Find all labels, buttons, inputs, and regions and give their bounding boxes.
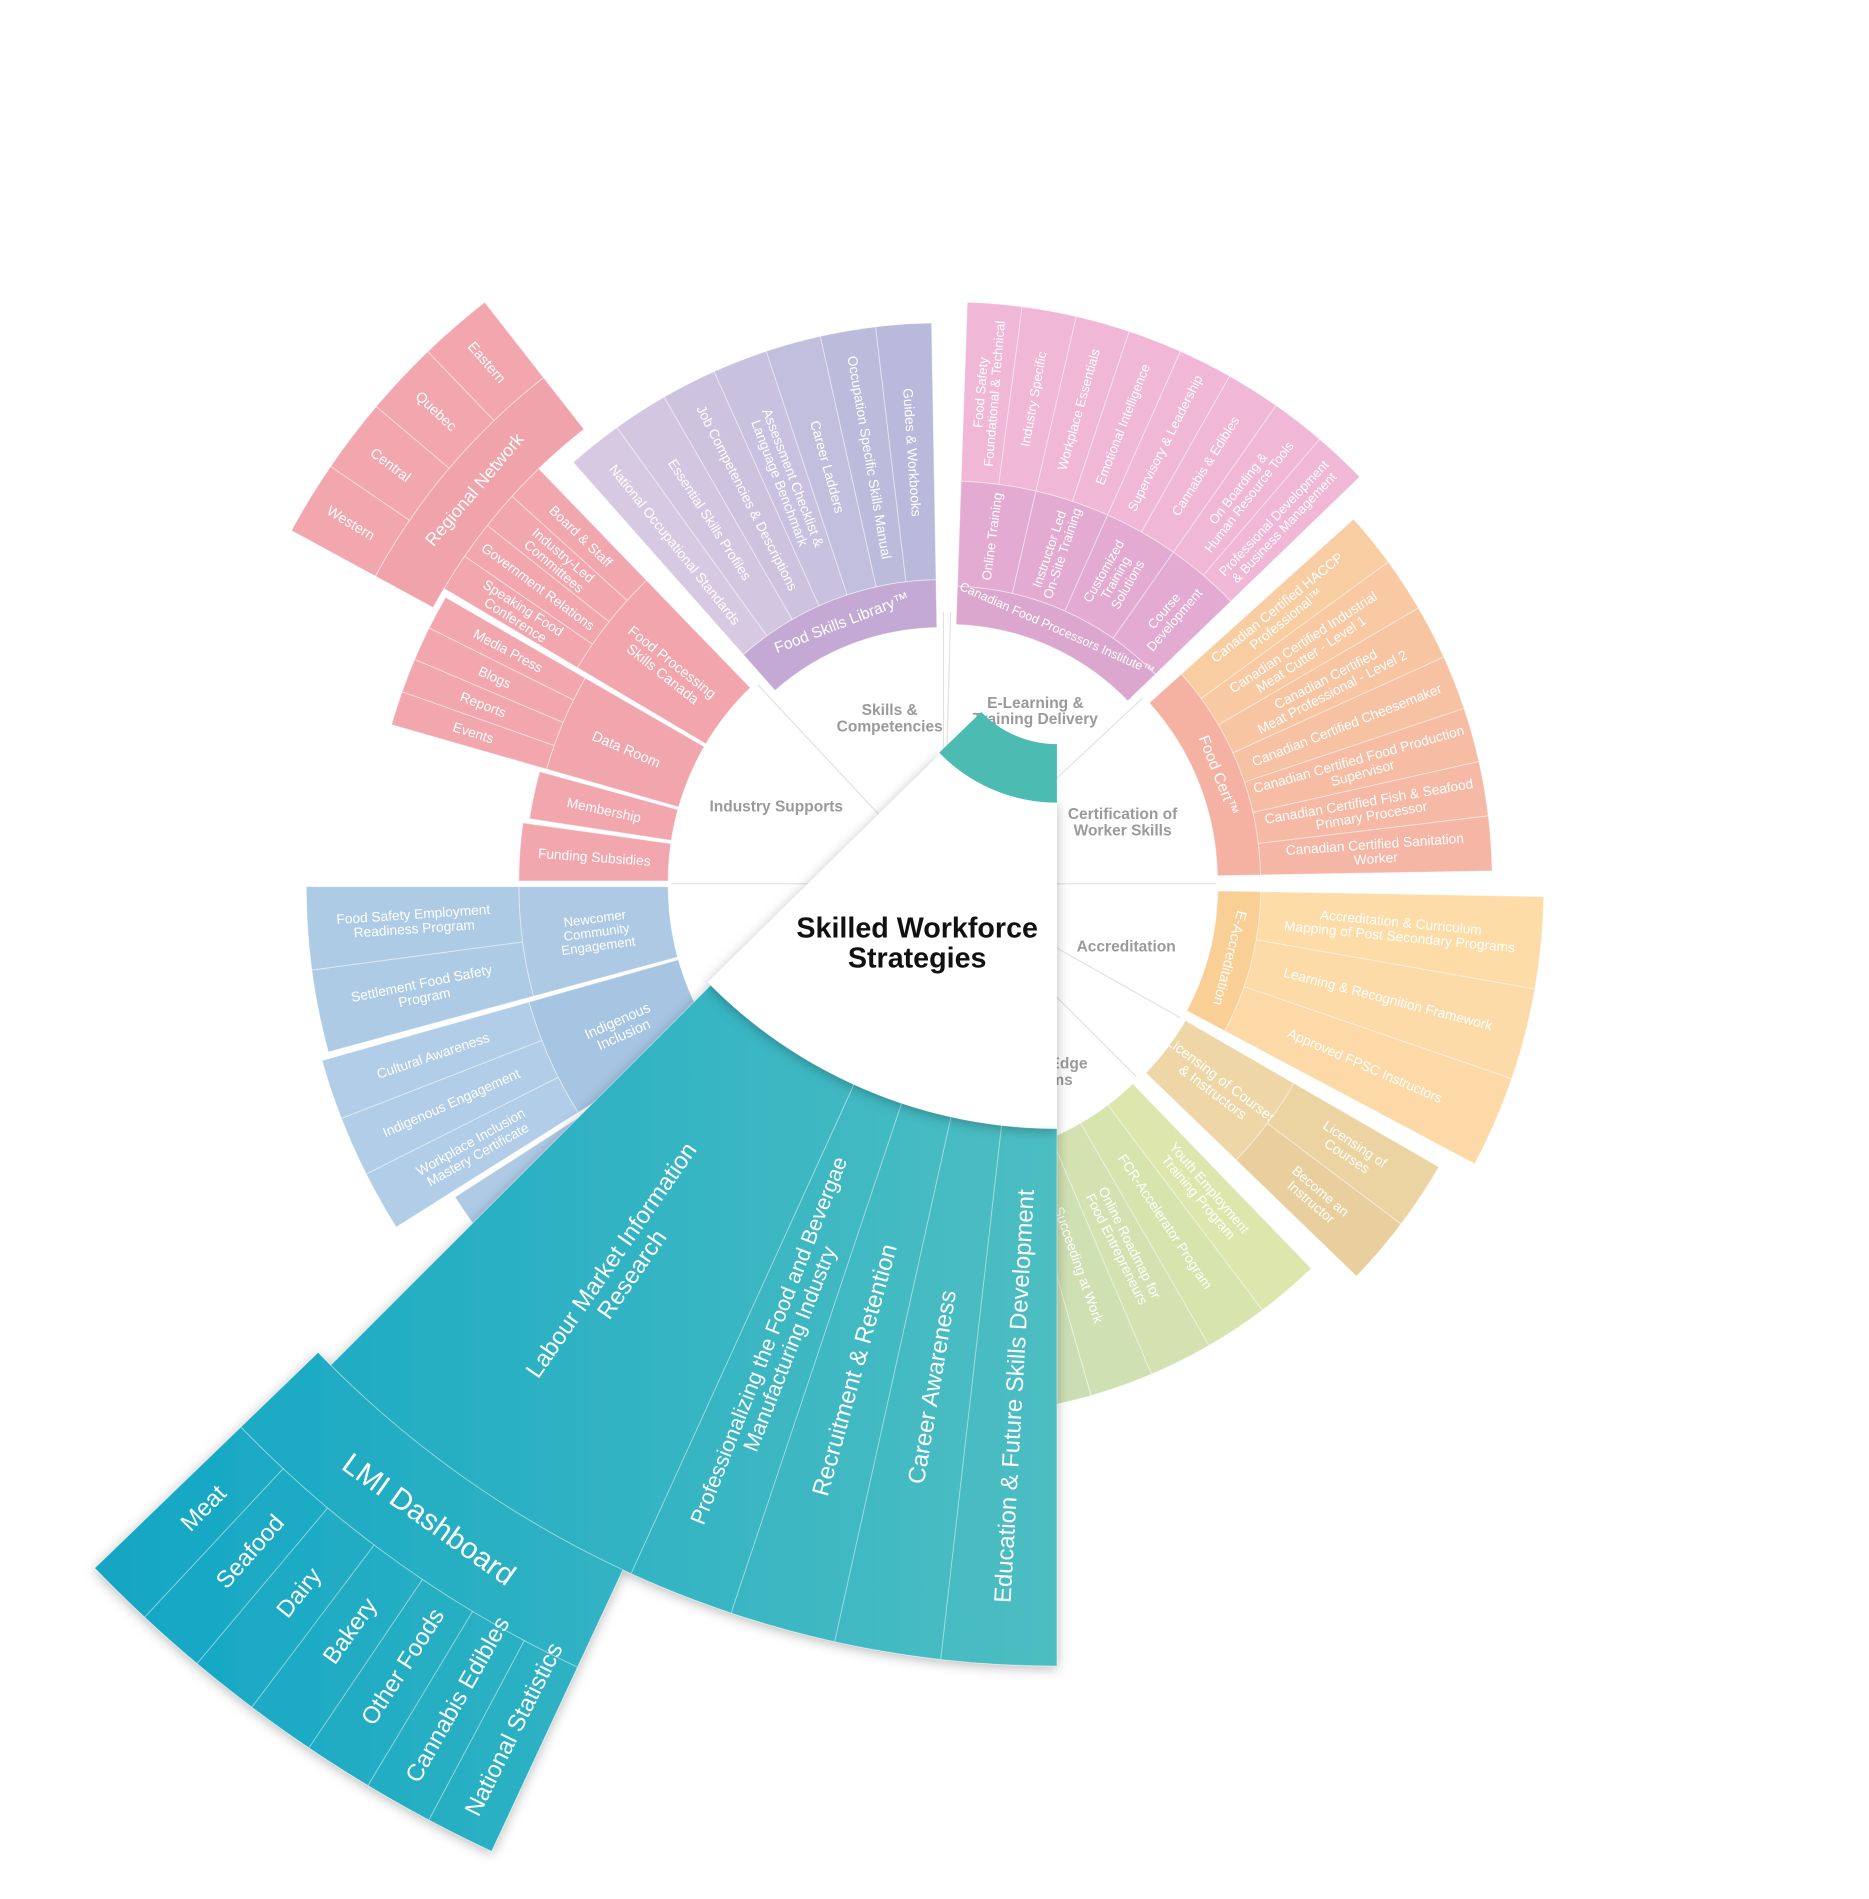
label-line: Competencies — [837, 718, 943, 735]
label-line: Industry Supports — [709, 799, 843, 816]
segment-shape — [1145, 1019, 1295, 1161]
segment-shape — [196, 1507, 375, 1708]
segment-events[interactable]: Events — [390, 691, 555, 770]
segment-shape — [290, 465, 411, 577]
segment-shape — [308, 1578, 474, 1787]
segment-shape — [1266, 1082, 1440, 1225]
segment-e-accreditation[interactable]: E-Accreditation — [1186, 890, 1262, 1032]
segment-shape — [1148, 673, 1261, 877]
label-line: Certification of — [1068, 806, 1178, 823]
expanded-sector: Education & Future Skills DevelopmentCar… — [94, 984, 1058, 1852]
segment-shape — [529, 771, 679, 841]
label-line: E-Learning & — [987, 695, 1084, 712]
segment-shape — [374, 376, 585, 609]
segment-food-safety[interactable]: Food SafetyFoundational & Technical — [960, 301, 1023, 485]
segment-accreditation-curriculum[interactable]: Accreditation & CurriculumMapping of Pos… — [1255, 891, 1545, 990]
segment-western[interactable]: Western — [290, 465, 411, 577]
segment-shape — [545, 677, 705, 808]
segment-meat[interactable]: Meat — [94, 1426, 284, 1618]
segment-shape — [955, 585, 1156, 702]
segment-shape — [144, 1468, 329, 1665]
segment-shape — [311, 941, 535, 1053]
label-line: Worker — [1353, 850, 1398, 868]
segment-online-training[interactable]: Online Training — [956, 480, 1037, 595]
segment-settlement-food-safety[interactable]: Settlement Food SafetyProgram — [311, 941, 535, 1053]
category-label-skills: Skills &Competencies — [837, 702, 943, 735]
segment-shape — [1107, 1083, 1312, 1311]
segment-shape — [742, 579, 938, 692]
segment-labour-market-information[interactable]: Labour Market InformationResearch — [329, 984, 855, 1575]
label-line: Training Delivery — [973, 711, 1098, 728]
category-label-e-learning: E-Learning &Training Delivery — [973, 695, 1098, 728]
selected-sector-cap[interactable] — [939, 711, 1057, 803]
segment-shape — [340, 1039, 559, 1175]
segment-shape — [486, 495, 628, 623]
title-line: Skilled Workforce — [796, 913, 1038, 945]
segment-education-future-skills-development[interactable]: Education & Future Skills Development — [940, 1124, 1058, 1667]
segment-shape — [427, 301, 545, 422]
category-label-industry-supports: Industry Supports — [709, 799, 843, 816]
segment-guides-workbooks[interactable]: Guides & Workbooks — [875, 322, 937, 583]
segment-central[interactable]: Central — [330, 405, 450, 521]
segment-shape — [576, 579, 751, 745]
segment-shape — [1186, 890, 1262, 1032]
segment-shape — [518, 886, 679, 997]
segment-quebec[interactable]: Quebec — [375, 350, 495, 469]
segment-licensing-of[interactable]: Licensing ofCourses — [1266, 1082, 1440, 1225]
label-line: Accreditation — [1077, 938, 1176, 955]
segment-membership[interactable]: Membership — [529, 771, 679, 841]
segment-newcomer[interactable]: NewcomerCommunityEngagement — [518, 886, 679, 997]
segment-shape — [518, 822, 672, 882]
segment-shape — [94, 1426, 284, 1618]
label-line: Worker Skills — [1074, 822, 1172, 839]
segment-industry-specific[interactable]: Industry Specific — [998, 306, 1077, 492]
segment-data-room[interactable]: Data Room — [545, 677, 705, 808]
label-line: Skills & — [862, 702, 918, 719]
segment-dairy[interactable]: Dairy — [196, 1507, 375, 1708]
segment-shape — [367, 1610, 525, 1821]
segment-shape — [251, 1544, 424, 1749]
segment-instructor-led[interactable]: Instructor LedOn-Site Training — [1011, 490, 1109, 612]
segment-shape — [375, 350, 495, 469]
segment-shape — [401, 658, 564, 747]
segment-shape — [305, 886, 524, 971]
center-hub-panel — [707, 753, 1057, 1129]
segment-indigenous[interactable]: IndigenousInclusion — [528, 959, 711, 1114]
segment-funding-subsidies[interactable]: Funding Subsidies — [518, 822, 672, 882]
title-line: Strategies — [848, 942, 987, 974]
segment-food-safety-employment[interactable]: Food Safety EmploymentReadiness Program — [305, 886, 524, 971]
segment-career-awareness[interactable]: Career Awareness — [834, 1116, 1003, 1660]
segment-shape — [428, 596, 586, 701]
segment-eastern[interactable]: Eastern — [427, 301, 545, 422]
segment-shape — [1235, 1122, 1402, 1277]
category-label-accreditation: Accreditation — [1077, 938, 1176, 955]
label-line: Food Safety — [970, 356, 991, 428]
segment-shape — [365, 1076, 579, 1228]
segment-shape — [511, 467, 648, 602]
segment-customized[interactable]: CustomizedTrainingSolutions — [1064, 514, 1175, 640]
segment-shape — [1079, 1104, 1264, 1347]
segment-shape — [443, 555, 594, 669]
segment-shape — [321, 1001, 543, 1119]
segment-shape — [428, 1640, 579, 1852]
